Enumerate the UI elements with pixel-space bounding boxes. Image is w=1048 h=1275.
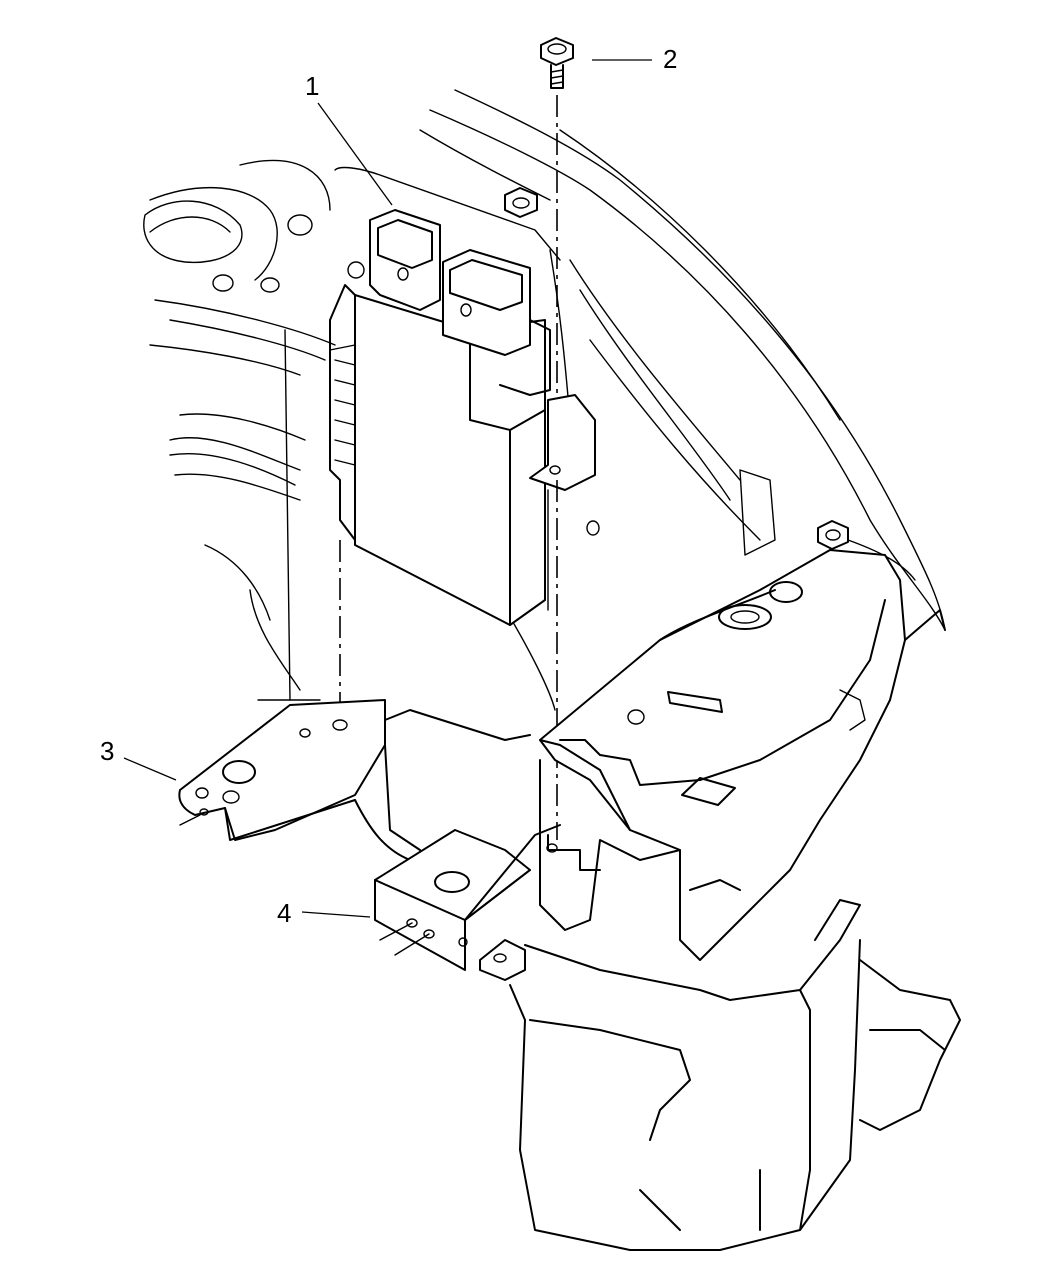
control-module — [329, 209, 551, 626]
leader-line-4 — [301, 911, 371, 918]
callout-3: 3 — [100, 736, 177, 781]
callout-1: 1 — [305, 71, 393, 206]
body-panels-left — [143, 159, 561, 701]
leader-line-3 — [123, 757, 177, 781]
callout-label-4: 4 — [277, 898, 291, 928]
leader-line-1 — [317, 102, 393, 206]
callout-2: 2 — [592, 44, 677, 74]
module-side-bracket — [529, 394, 596, 611]
callout-label-3: 3 — [100, 736, 114, 766]
callout-label-2: 2 — [663, 44, 677, 74]
battery-tray-assembly — [479, 549, 961, 1251]
callout-4: 4 — [277, 898, 371, 928]
center-frame — [354, 709, 531, 861]
callout-label-1: 1 — [305, 71, 319, 101]
fender-bolt-upper — [504, 187, 538, 218]
left-bracket — [178, 699, 386, 841]
lower-bracket — [374, 824, 561, 971]
